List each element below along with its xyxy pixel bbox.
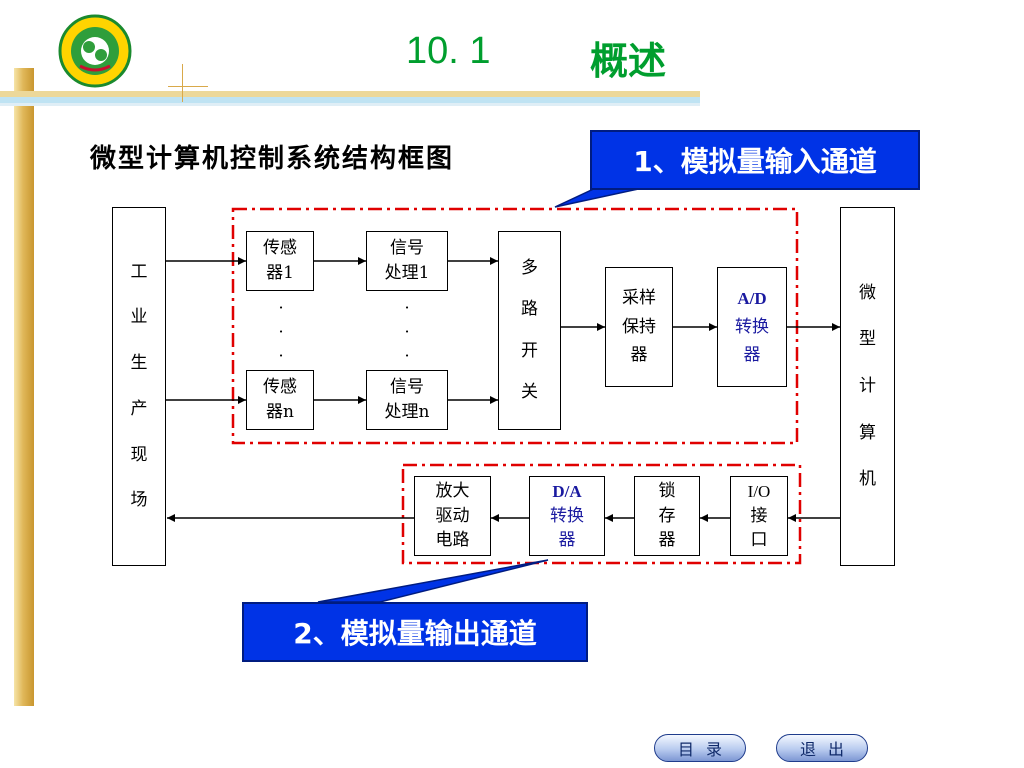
site-char: 生 [130, 353, 148, 374]
mux-char: 关 [521, 382, 538, 403]
box-line: 传感 [263, 377, 297, 398]
industrial-site-box: 工 业 生 产 现 场 [112, 207, 166, 566]
box-line: 电路 [435, 529, 470, 550]
box-line: I/O [747, 482, 771, 502]
signal-proc-n-box: 信号 处理n [366, 370, 448, 430]
site-char: 业 [130, 307, 148, 328]
amplifier-driver-box: 放大 驱动 电路 [414, 476, 491, 556]
sensor-n-box: 传感 器n [246, 370, 314, 430]
box-line: 器 [658, 529, 676, 550]
section-title: 概述 [590, 41, 667, 83]
computer-char: 算 [859, 422, 876, 443]
sensor-1-box: 传感 器1 [246, 231, 314, 291]
multiplexer-box: 多 路 开 关 [498, 231, 561, 430]
decorative-stripe-gold [0, 91, 700, 97]
box-line: 器1 [266, 262, 294, 283]
ad-code: A/D [737, 289, 767, 309]
box-line: 锁 [658, 481, 676, 502]
da-code: D/A [552, 482, 582, 502]
callout-tail-output [317, 559, 549, 603]
diagram-subtitle: 微型计算机控制系统结构框图 [90, 144, 455, 174]
ellipsis-signal-proc: ··· [404, 298, 410, 365]
site-char: 产 [130, 398, 148, 419]
box-line: 器 [630, 344, 648, 365]
box-line: 采样 [622, 288, 656, 309]
decorative-tick-h [168, 86, 208, 87]
ellipsis-sensors: ··· [278, 298, 284, 365]
mux-char: 多 [521, 257, 538, 278]
box-line: 保持 [622, 316, 656, 337]
computer-char: 计 [859, 375, 876, 396]
box-line: 接 [750, 505, 768, 526]
box-line: 器 [558, 529, 576, 550]
decorative-tick-v [182, 64, 183, 102]
box-line: 处理1 [384, 262, 430, 283]
site-char: 工 [130, 261, 148, 282]
io-interface-box: I/O 接 口 [730, 476, 788, 556]
decorative-side-bar [14, 68, 34, 706]
box-line: 传感 [263, 238, 297, 259]
da-converter-box: D/A 转换 器 [529, 476, 605, 556]
callout-input-channel: 1、模拟量输入通道 [590, 130, 920, 190]
microcomputer-box: 微 型 计 算 机 [840, 207, 895, 566]
computer-char: 型 [859, 329, 876, 350]
box-line: 信号 [390, 377, 424, 398]
decorative-stripe-blue [0, 97, 700, 103]
site-char: 现 [130, 444, 148, 465]
computer-char: 微 [859, 282, 876, 303]
sample-hold-box: 采样 保持 器 [605, 267, 673, 387]
box-line: 器n [266, 401, 294, 422]
box-line: 器 [743, 344, 761, 365]
box-line: 驱动 [435, 505, 470, 526]
box-line: 口 [750, 529, 768, 550]
university-logo [58, 14, 132, 88]
section-number: 10. 1 [406, 30, 491, 72]
computer-char: 机 [859, 469, 876, 490]
contents-button[interactable]: 目录 [654, 734, 746, 762]
decorative-stripe-light [0, 103, 700, 106]
output-channel-group [401, 463, 802, 565]
box-line: 处理n [384, 401, 430, 422]
input-channel-group [231, 207, 799, 445]
box-line: 转换 [550, 505, 584, 526]
exit-button[interactable]: 退出 [776, 734, 868, 762]
latch-box: 锁 存 器 [634, 476, 700, 556]
box-line: 信号 [390, 238, 424, 259]
mux-char: 路 [521, 299, 538, 320]
box-line: 放大 [435, 481, 470, 502]
callout-output-channel: 2、模拟量输出通道 [242, 602, 588, 662]
mux-char: 开 [521, 340, 538, 361]
site-char: 场 [130, 490, 148, 511]
box-line: 存 [658, 505, 676, 526]
box-line: 转换 [735, 316, 769, 337]
ad-converter-box: A/D 转换 器 [717, 267, 787, 387]
signal-proc-1-box: 信号 处理1 [366, 231, 448, 291]
